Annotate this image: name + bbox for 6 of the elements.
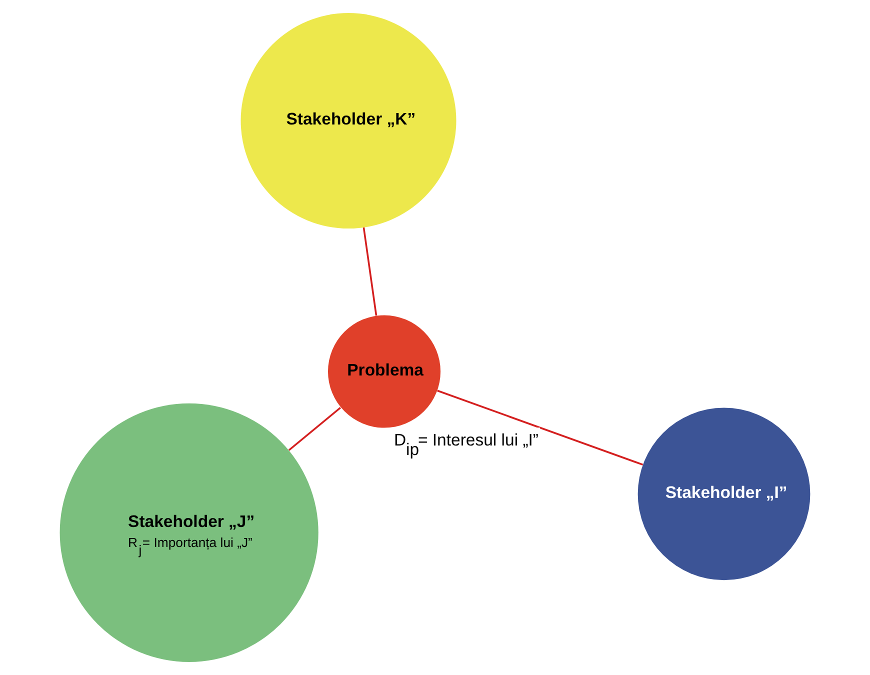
connector: [288, 407, 342, 451]
connector: [362, 227, 378, 316]
node-circle: Stakeholder „I”: [638, 408, 810, 580]
connector: [437, 390, 644, 466]
node-circle: Stakeholder „K”: [240, 13, 456, 229]
node-circle: Problema: [328, 315, 441, 428]
